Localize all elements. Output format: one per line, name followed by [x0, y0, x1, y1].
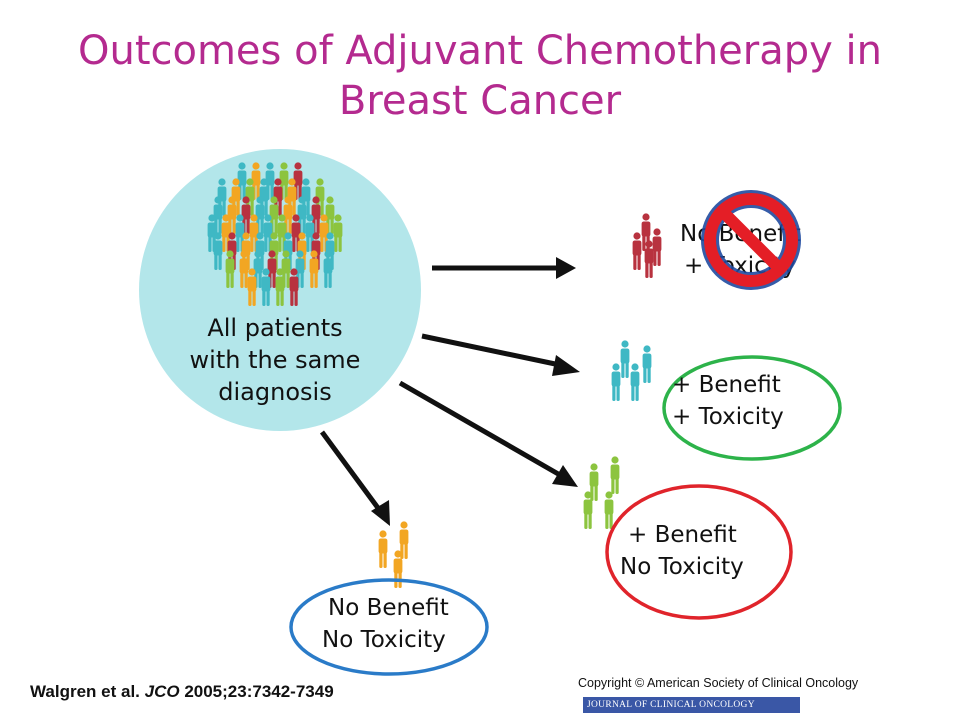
arrows [319, 265, 562, 510]
arrowhead-3 [552, 465, 578, 487]
outcome-benefit-no-toxicity: + Benefit No Toxicity [620, 519, 744, 583]
red-ring [605, 484, 793, 620]
citation-journal: JCO [144, 682, 180, 701]
citation-authors: Walgren et al. [30, 682, 145, 701]
arrow-to-benefit-toxicity [421, 333, 561, 368]
source-line-3: diagnosis [218, 378, 332, 406]
prohibited-icon [701, 190, 801, 290]
blue-ring [289, 578, 489, 676]
arrowhead-2 [552, 355, 580, 376]
journal-banner: JOURNAL OF CLINICAL ONCOLOGY [583, 697, 800, 713]
outcome-benefit-toxicity: + Benefit + Toxicity [672, 369, 784, 433]
slide-title: Outcomes of Adjuvant Chemotherapy in Bre… [0, 26, 960, 126]
outcome-label-line-1: No Benefit [328, 595, 449, 621]
arrowhead-1 [556, 257, 576, 279]
outcome-label-line-1: + Benefit [628, 522, 737, 548]
citation: Walgren et al. JCO 2005;23:7342-7349 [30, 682, 334, 702]
outcome-label-line-2: No Toxicity [322, 627, 446, 653]
arrow-to-benefit-no-toxicity [398, 380, 562, 478]
arrow-to-no-benefit-no-toxicity [319, 430, 381, 510]
source-line-2: with the same [189, 346, 361, 374]
green-ring [662, 355, 842, 461]
title-line-1: Outcomes of Adjuvant Chemotherapy in [77, 28, 882, 74]
outcome-label-line-1: + Benefit [672, 372, 781, 398]
source-line-1: All patients [207, 314, 343, 342]
title-line-2: Breast Cancer [338, 78, 622, 124]
outcome-label-line-2: No Toxicity [620, 554, 744, 580]
source-label: All patients with the same diagnosis [150, 312, 400, 408]
outcome-no-benefit-no-toxicity: No Benefit No Toxicity [322, 592, 449, 656]
arrowhead-4 [371, 500, 390, 526]
copyright-notice: Copyright © American Society of Clinical… [578, 676, 859, 690]
outcome-label-line-2: + Toxicity [672, 404, 784, 430]
citation-ref: 2005;23:7342-7349 [179, 682, 334, 701]
